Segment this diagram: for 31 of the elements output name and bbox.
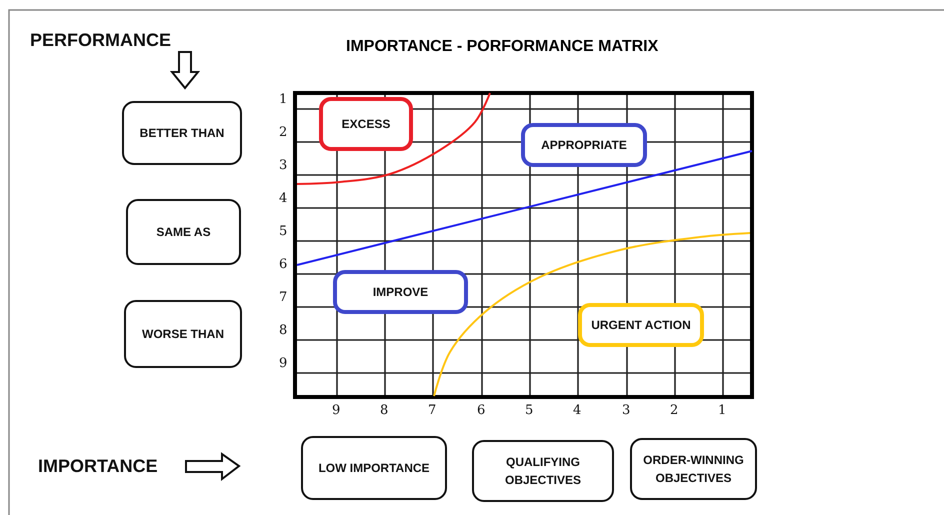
label-box: WORSE THAN [124,300,242,368]
axis-title: PERFORMANCE [30,30,172,51]
label-box: EXCESS [319,97,413,151]
label-box: IMPROVE [333,270,468,314]
tick-label: 2 [279,125,288,140]
label-box: APPROPRIATE [521,123,647,167]
tick-label: 4 [573,403,582,418]
tick-label: 6 [279,257,288,272]
tick-label: 7 [428,403,436,418]
tick-label: 9 [279,356,288,371]
tick-label: 6 [477,403,486,418]
diagram-title: IMPORTANCE - PORFORMANCE MATRIX [346,38,658,56]
tick-label: 1 [718,403,726,418]
tick-label: 9 [332,403,340,418]
tick-label: 4 [279,191,288,206]
label-box: BETTER THAN [122,101,242,165]
tick-label: 8 [279,323,288,338]
tick-label: 3 [622,403,630,418]
tick-label: 8 [380,403,388,418]
label-box: LOW IMPORTANCE [301,436,447,500]
label-box: SAME AS [126,199,241,265]
axis-title: IMPORTANCE [38,456,158,477]
tick-label: 5 [279,224,288,239]
label-box: URGENT ACTION [578,303,704,347]
tick-label: 5 [525,403,534,418]
tick-label: 3 [279,158,288,173]
tick-label: 2 [670,403,678,418]
label-box: QUALIFYING OBJECTIVES [472,440,614,502]
tick-label: 1 [279,92,288,107]
tick-label: 7 [279,290,288,305]
label-box: ORDER-WINNING OBJECTIVES [630,438,757,500]
